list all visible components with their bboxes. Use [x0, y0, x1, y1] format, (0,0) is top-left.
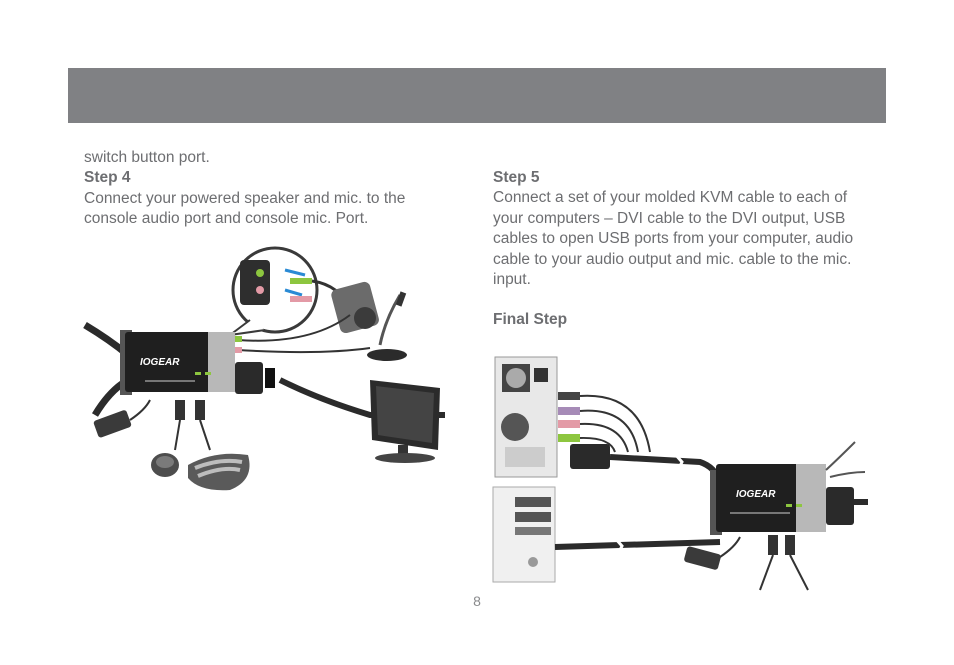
- final-step-illustration: IOGEAR: [492, 356, 868, 591]
- computer-tower-icon: [492, 486, 556, 583]
- remote-switch-icon: [93, 399, 151, 438]
- kvm-switch: IOGEAR: [120, 330, 235, 395]
- device-brand-final: IOGEAR: [736, 489, 776, 500]
- monitor-icon: [370, 380, 440, 463]
- remote-switch-final-icon: [684, 536, 741, 570]
- step4-illustration: IOGEAR: [83, 246, 445, 491]
- header-bar: [68, 68, 886, 123]
- kvm-switch-final: IOGEAR: [710, 464, 826, 535]
- step5-text: Connect a set of your molded KVM cable t…: [493, 189, 854, 289]
- mouse-icon: [151, 453, 179, 477]
- final-step-title: Final Step: [493, 311, 568, 329]
- page-number: 8: [473, 593, 481, 609]
- step4-text: Connect your powered speaker and mic. to…: [84, 189, 406, 228]
- continuation-text: switch button port.: [84, 149, 210, 166]
- computer-back-panel: [494, 356, 558, 478]
- step4-section: switch button port. Step 4 Connect your …: [84, 148, 454, 230]
- step5-title: Step 5: [493, 169, 540, 186]
- step5-section: Step 5 Connect a set of your molded KVM …: [493, 168, 878, 331]
- step4-title: Step 4: [84, 169, 131, 187]
- keyboard-icon: [188, 453, 250, 491]
- device-brand: IOGEAR: [140, 357, 180, 368]
- microphone-icon: [367, 291, 407, 361]
- speaker-icon: [331, 281, 379, 334]
